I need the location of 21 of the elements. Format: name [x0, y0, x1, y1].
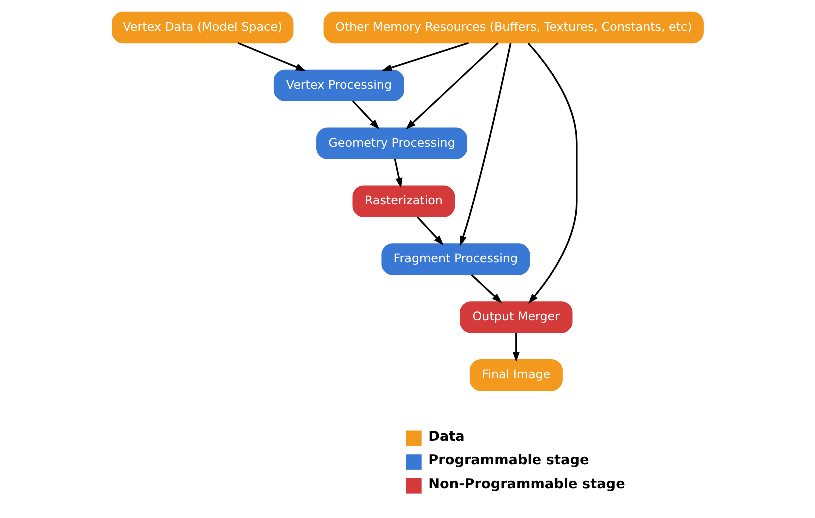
arrow: [460, 42, 512, 246]
arrow: [352, 100, 380, 130]
legend-label: Non-Programmable stage: [428, 476, 625, 492]
node-box: Fragment Processing: [381, 243, 530, 275]
arrow: [394, 158, 402, 188]
arrow: [470, 274, 502, 303]
node-box: Rasterization: [352, 185, 455, 217]
node-box: Other Memory Resources (Buffers, Textures, Constants, etc): [323, 11, 704, 44]
legend-label: Programmable stage: [428, 452, 589, 468]
arrow: [512, 332, 520, 362]
node-box: Vertex Data (Model Space): [112, 11, 294, 44]
arrow: [405, 42, 498, 130]
legend-label: Data: [428, 428, 464, 444]
arrow: [527, 42, 578, 304]
node-box: Geometry Processing: [316, 127, 468, 159]
node-box: Vertex Processing: [273, 69, 404, 102]
node-box: Final Image: [469, 359, 562, 391]
node-box: Output Merger: [460, 301, 572, 333]
arrow: [416, 216, 444, 246]
arrow: [238, 42, 306, 71]
arrow: [381, 42, 468, 71]
